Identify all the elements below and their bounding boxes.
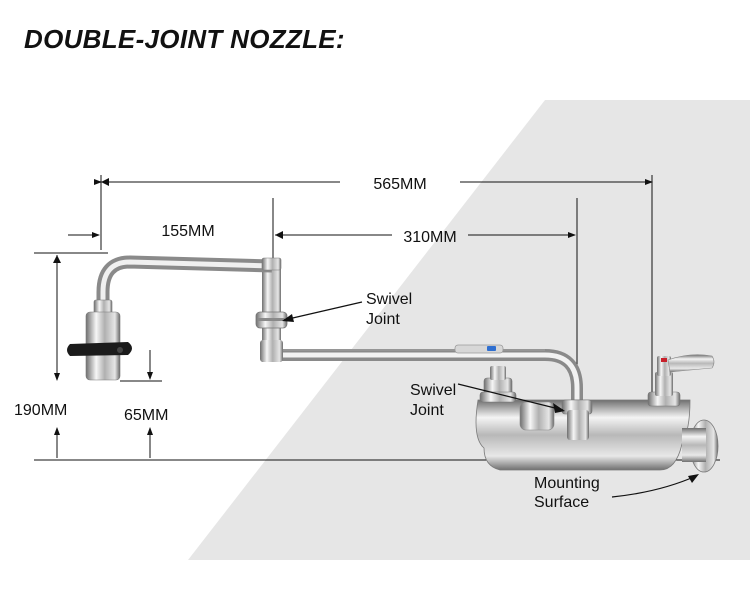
nozzle-arm [96, 255, 273, 312]
page-title: DOUBLE-JOINT NOZZLE: [24, 24, 345, 54]
callout-label-swivel-lower-2: Joint [410, 402, 444, 419]
dimension-310: 310MM [275, 229, 576, 246]
dimension-565: 565MM [94, 176, 653, 193]
dimension-label-310: 310MM [403, 229, 456, 246]
dimension-190: 190MM [14, 255, 67, 458]
svg-text:Mounting Surface: Mounting Surface [534, 475, 604, 511]
dimension-label-65: 65MM [124, 407, 168, 424]
svg-text:Swivel Joint: Swivel Joint [366, 291, 417, 328]
faucet-illustration [67, 255, 719, 473]
callout-swivel-joint-lower: Swivel Joint [410, 382, 565, 419]
shutoff-handle [67, 342, 132, 356]
lever-handle [667, 354, 715, 373]
dimension-label-190: 190MM [14, 402, 67, 419]
dimension-label-565: 565MM [373, 176, 426, 193]
dimension-65: 65MM [124, 350, 168, 458]
svg-text:Swivel Joint: Swivel Joint [410, 382, 461, 419]
dimension-155: 155MM [68, 223, 215, 240]
callout-label-mounting-2: Surface [534, 494, 589, 511]
callout-label-mounting-1: Mounting [534, 475, 600, 492]
callout-swivel-joint-upper: Swivel Joint [282, 291, 417, 328]
callout-label-swivel-upper-2: Joint [366, 311, 400, 328]
callout-mounting-surface: Mounting Surface [534, 474, 699, 511]
callout-label-swivel-upper-1: Swivel [366, 291, 412, 308]
dimension-label-155: 155MM [161, 223, 214, 240]
callout-label-swivel-lower-1: Swivel [410, 382, 456, 399]
